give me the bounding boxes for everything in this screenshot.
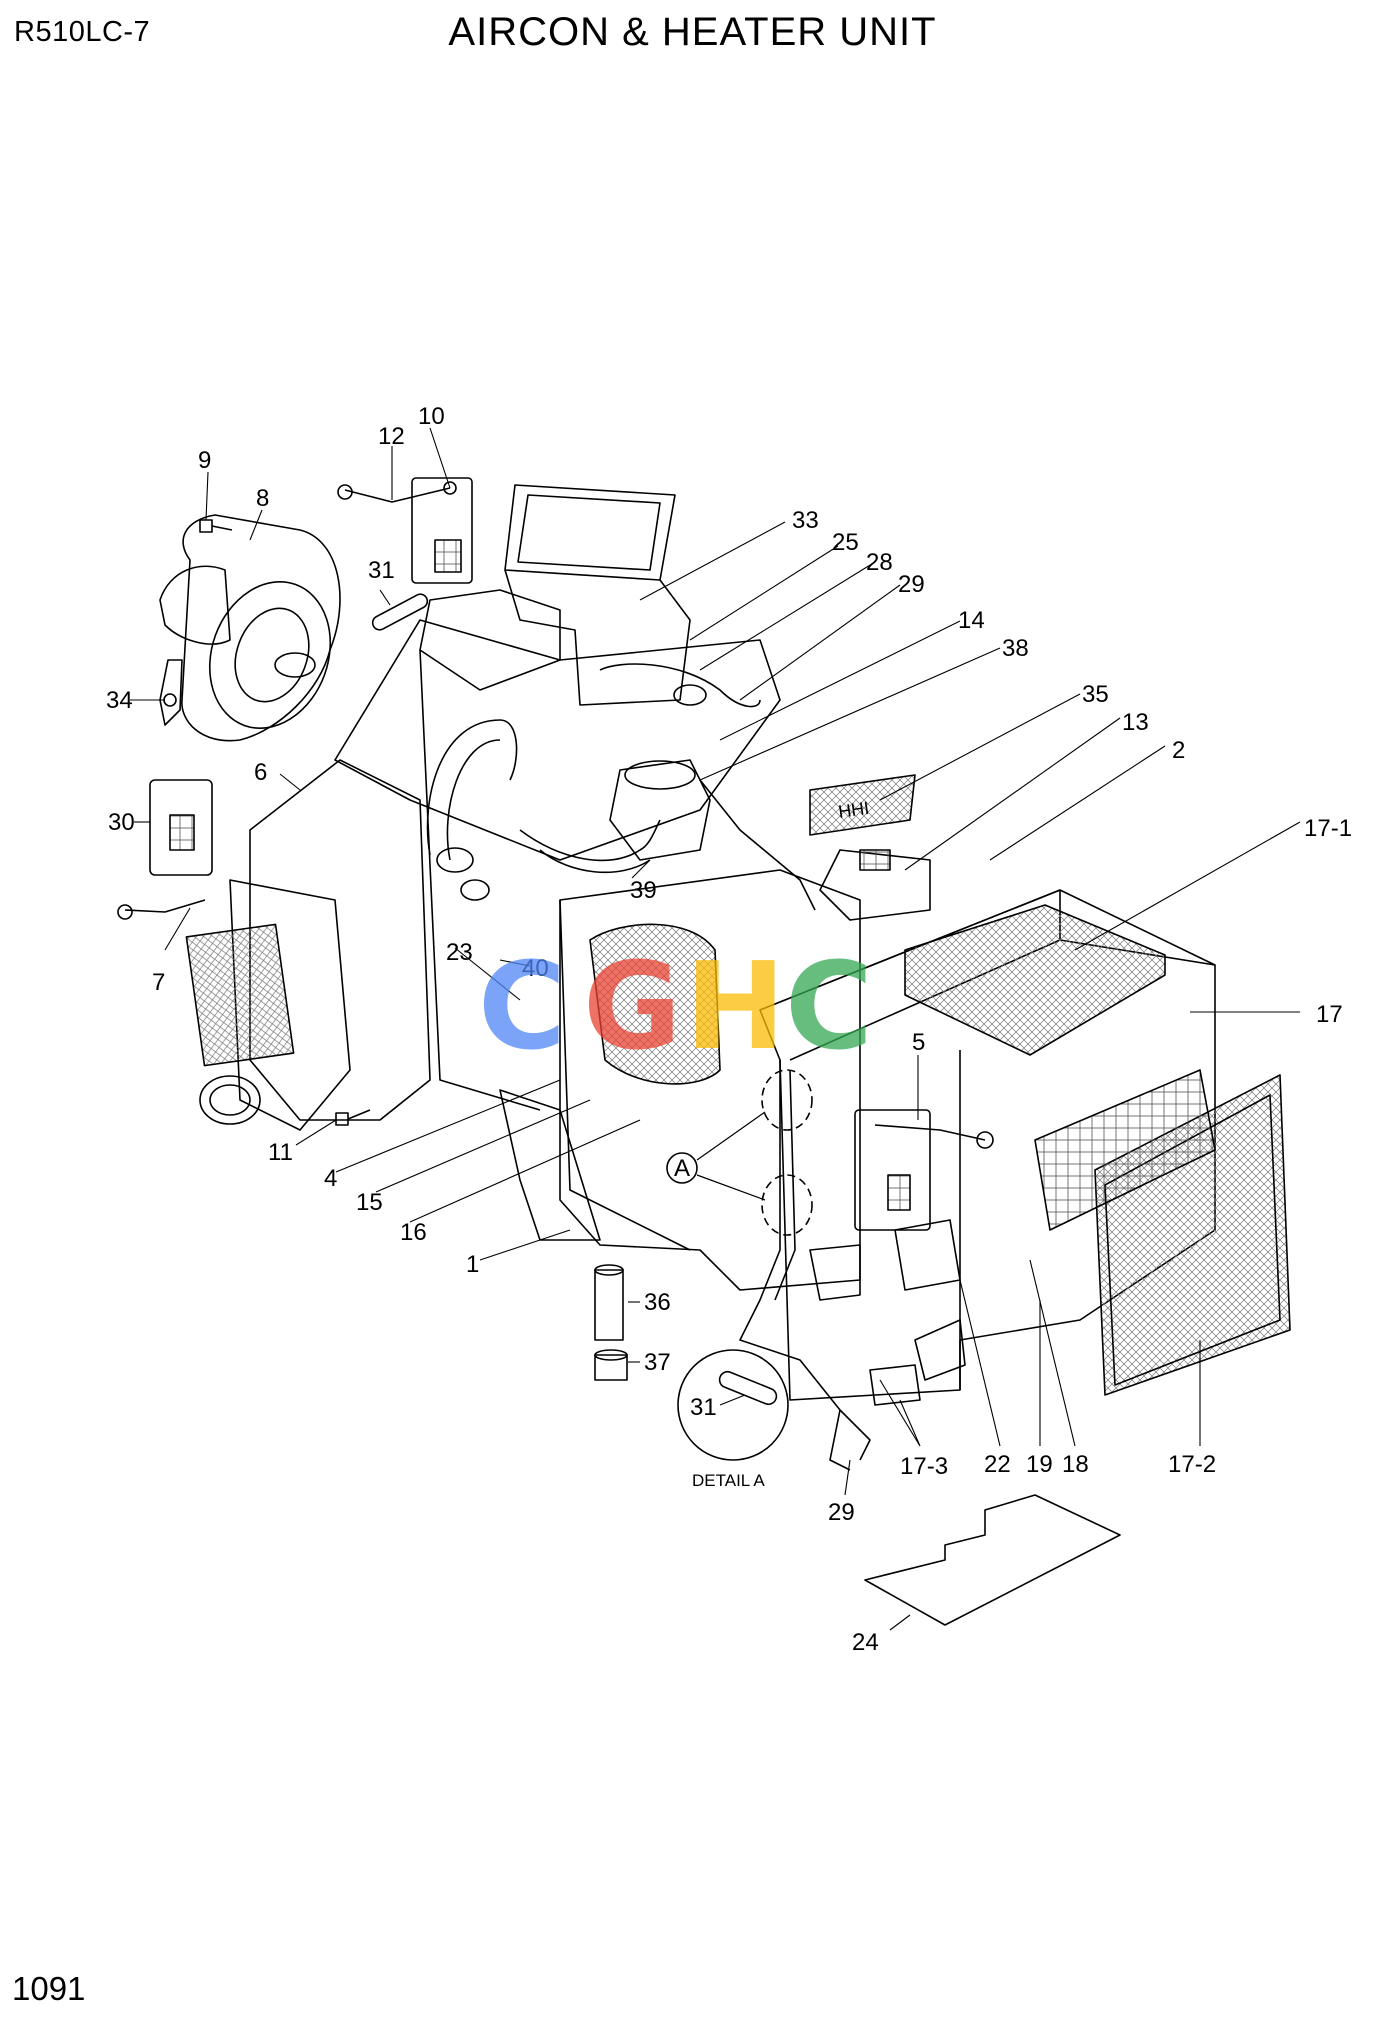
gasket-part-31	[371, 593, 429, 631]
page-number: 1091	[12, 1970, 86, 2007]
drain-cap-part-37	[594, 1349, 628, 1381]
watermark-letter-1: C	[478, 938, 566, 1077]
callout-14: 14	[958, 607, 985, 634]
callout-17: 17	[1316, 1001, 1343, 1028]
callout-30: 30	[108, 809, 135, 836]
blower-housing-part-6	[185, 759, 431, 1131]
callout-29-top: 29	[898, 571, 925, 598]
lower-case-part-1	[499, 869, 861, 1291]
callout-34: 34	[106, 687, 133, 714]
model-number: R510LC-7	[14, 16, 151, 48]
callout-2: 2	[1172, 737, 1185, 764]
callout-40: 40	[522, 955, 549, 982]
detail-a-part-31: 31	[690, 1394, 717, 1421]
plate-part-35	[809, 774, 916, 836]
callout-11: 11	[268, 1139, 293, 1166]
callout-33: 33	[792, 507, 819, 534]
callout-1: 1	[466, 1251, 479, 1278]
callout-31: 31	[368, 557, 395, 584]
callout-22: 22	[984, 1451, 1011, 1478]
callout-36: 36	[644, 1289, 671, 1316]
callout-18: 18	[1062, 1451, 1089, 1478]
bracket-part-34	[159, 659, 183, 726]
callout-7: 7	[152, 969, 165, 996]
hhi-plate-label: HHI	[837, 798, 870, 822]
detail-a-view	[677, 1349, 789, 1461]
callout-17-1: 17-1	[1304, 815, 1352, 842]
expansion-valve-part-38	[609, 759, 816, 911]
connector-part-13	[819, 849, 931, 921]
callout-12: 12	[378, 423, 405, 450]
callout-38: 38	[1002, 635, 1029, 662]
watermark-letter-2: G	[583, 938, 682, 1077]
upper-housing	[334, 484, 781, 1111]
drain-hose-part-36	[594, 1264, 624, 1341]
actuator-part-10	[337, 477, 473, 584]
callout-9: 9	[198, 447, 211, 474]
evaporator-core-part-15	[589, 923, 721, 1085]
filter-part-17-1	[904, 904, 1166, 1056]
callout-4: 4	[324, 1165, 337, 1192]
callout-37: 37	[644, 1349, 671, 1376]
callout-28: 28	[866, 549, 893, 576]
heater-pipes	[426, 663, 761, 901]
actuator-part-30	[117, 779, 213, 920]
callout-16: 16	[400, 1219, 427, 1246]
callout-13: 13	[1122, 709, 1149, 736]
detail-a-marker: A	[674, 1155, 690, 1182]
screw-part-11	[335, 1109, 371, 1126]
callout-10: 10	[418, 403, 445, 430]
filter-part-17-2	[1034, 1069, 1291, 1396]
pad-part-24	[864, 1494, 1121, 1626]
callout-17-3: 17-3	[900, 1453, 948, 1480]
blower-motor-part-8	[159, 514, 341, 742]
actuator-part-5	[854, 1109, 994, 1231]
screw-part-9	[199, 519, 233, 533]
callout-labels: 10 12 9 8 31 33 25 28 29 14 38 35 13 2 1…	[106, 403, 1352, 1656]
callout-17-2: 17-2	[1168, 1451, 1216, 1478]
callout-29-bottom: 29	[828, 1499, 855, 1526]
callout-8: 8	[256, 485, 269, 512]
sensor-parts	[809, 1219, 966, 1406]
watermark-letter-3: H	[685, 938, 785, 1077]
watermark-letter-4: C	[785, 938, 873, 1077]
leader-lines	[130, 427, 1301, 1631]
callout-25: 25	[832, 529, 859, 556]
callout-35: 35	[1082, 681, 1109, 708]
harness-part-29	[739, 1060, 871, 1461]
callout-39: 39	[630, 877, 657, 904]
callout-5: 5	[912, 1029, 925, 1056]
callout-15: 15	[356, 1189, 383, 1216]
watermark: C G H C	[478, 938, 873, 1077]
page-title: AIRCON & HEATER UNIT	[448, 10, 937, 54]
detail-a-label: DETAIL A	[692, 1471, 765, 1490]
callout-6: 6	[254, 759, 267, 786]
detail-marker-circle	[666, 1152, 698, 1184]
callout-23: 23	[446, 939, 473, 966]
callout-24: 24	[852, 1629, 879, 1656]
callout-19: 19	[1026, 1451, 1053, 1478]
